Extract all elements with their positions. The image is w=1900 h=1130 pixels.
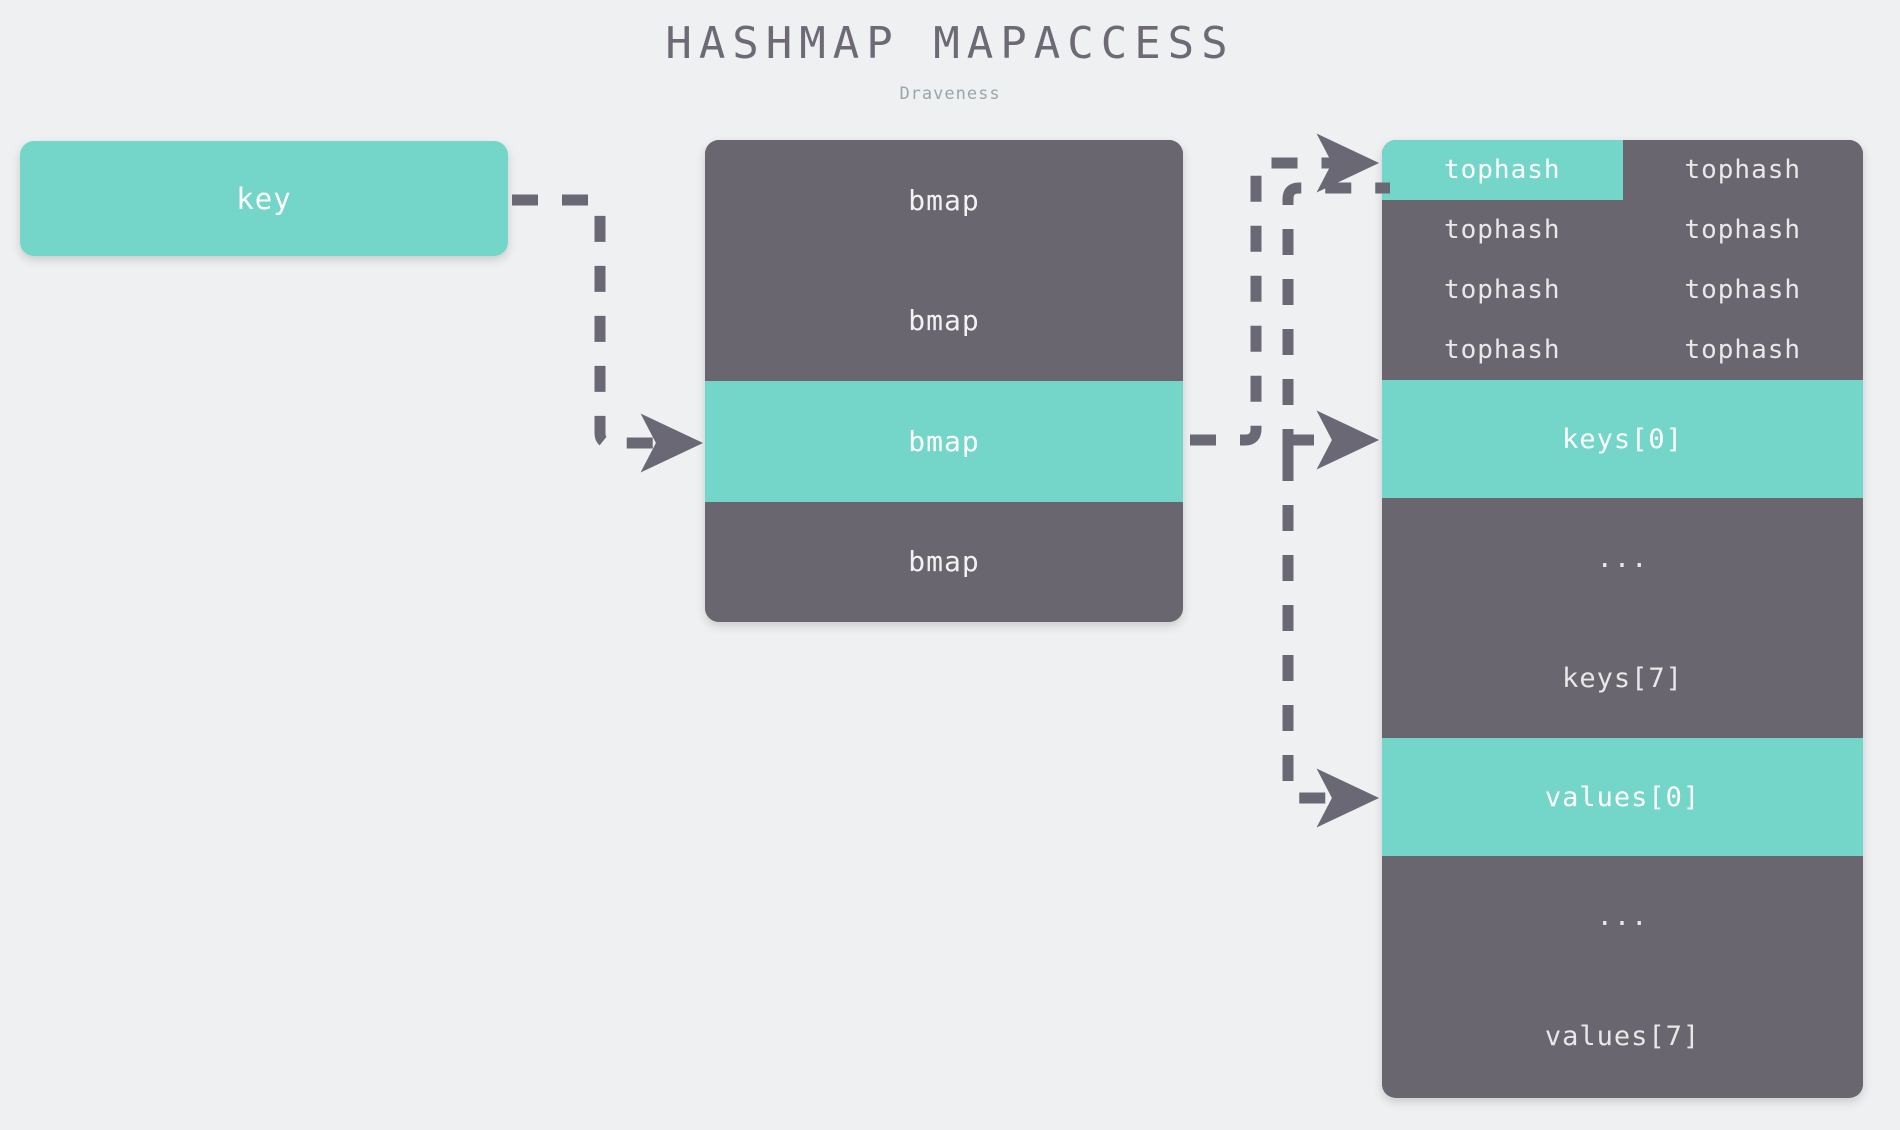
bmap-row-label: bmap: [908, 545, 980, 579]
bucket-slot-label: keys[7]: [1562, 662, 1683, 694]
tophash-cell-label: tophash: [1684, 275, 1802, 305]
bucket-slot-label: values[7]: [1544, 1020, 1701, 1052]
tophash-cell[interactable]: tophash: [1382, 200, 1623, 260]
page-subtitle: Draveness: [899, 84, 1001, 104]
tophash-cell-selected[interactable]: tophash: [1382, 140, 1623, 200]
bmap-row-label: bmap: [908, 424, 980, 458]
wire-bmap-to-values0: [1282, 455, 1380, 828]
bucket-slot-values7[interactable]: values[7]: [1382, 976, 1863, 1096]
tophash-cell[interactable]: tophash: [1622, 260, 1863, 320]
tophash-cell[interactable]: tophash: [1382, 260, 1623, 320]
bmap-array: bmap bmap bmap bmap: [705, 140, 1183, 622]
bucket-slot-values0[interactable]: values[0]: [1382, 738, 1863, 856]
bmap-row-label: bmap: [908, 304, 980, 338]
tophash-cell-label: tophash: [1443, 215, 1561, 245]
bucket-slot-values-ellipsis: ...: [1382, 856, 1863, 976]
tophash-cell[interactable]: tophash: [1382, 320, 1623, 380]
bucket-slot-keys7[interactable]: keys[7]: [1382, 618, 1863, 738]
key-node[interactable]: key: [20, 141, 508, 256]
key-node-label: key: [236, 181, 292, 216]
tophash-grid: tophash tophash tophash tophash tophash …: [1382, 140, 1863, 380]
tophash-cell[interactable]: tophash: [1622, 140, 1863, 200]
wire-branch-tophash-second: [1282, 182, 1390, 455]
bucket-slot-keys0[interactable]: keys[0]: [1382, 380, 1863, 498]
tophash-cell-label: tophash: [1684, 155, 1802, 185]
tophash-cell[interactable]: tophash: [1622, 200, 1863, 260]
bmap-row-selected[interactable]: bmap: [705, 381, 1183, 502]
bucket-slot-label: keys[0]: [1562, 423, 1683, 455]
tophash-cell-label: tophash: [1684, 215, 1802, 245]
wire-bmap-to-tophash: [1190, 133, 1380, 446]
tophash-cell-label: tophash: [1443, 155, 1561, 185]
bucket-slot-label: values[0]: [1544, 781, 1701, 813]
bmap-row[interactable]: bmap: [705, 260, 1183, 381]
tophash-cell-label: tophash: [1443, 335, 1561, 365]
bucket-struct: tophash tophash tophash tophash tophash …: [1382, 140, 1863, 1098]
tophash-cell-label: tophash: [1684, 335, 1802, 365]
tophash-cell-label: tophash: [1443, 275, 1561, 305]
bucket-slot-keys-ellipsis: ...: [1382, 498, 1863, 618]
bmap-row[interactable]: bmap: [705, 140, 1183, 261]
tophash-cell[interactable]: tophash: [1622, 320, 1863, 380]
page-title: HASHMAP MAPACCESS: [665, 18, 1235, 69]
bucket-slot-label: ...: [1596, 900, 1649, 932]
bmap-row-label: bmap: [908, 183, 980, 217]
wire-key-to-bmap: [512, 194, 704, 473]
bmap-row[interactable]: bmap: [705, 501, 1183, 622]
bucket-slot-label: ...: [1596, 542, 1649, 574]
